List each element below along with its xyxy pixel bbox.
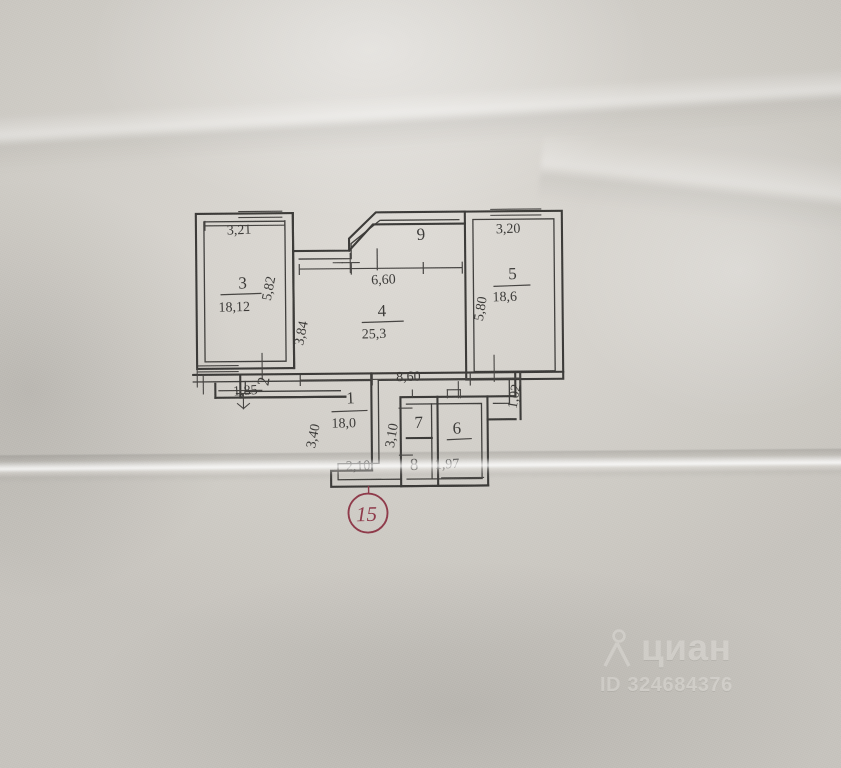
dim-text-3-40: 3,40 — [304, 423, 324, 450]
svg-text:1,85: 1,85 — [233, 383, 258, 399]
dim-text-3-84: 3,84 — [292, 320, 312, 347]
svg-text:5: 5 — [508, 264, 517, 283]
dim-text-3-21: 3,21 — [227, 223, 252, 239]
svg-text:15: 15 — [356, 502, 377, 526]
svg-text:2: 2 — [254, 375, 274, 387]
dim-text-3-10: 3,10 — [383, 422, 402, 449]
room-label-9: 9 — [416, 225, 426, 244]
dim-6-60 — [298, 248, 463, 276]
room-label-2: 2 1,85 — [233, 375, 274, 399]
dim-text-1-97: 1,97 — [435, 457, 460, 473]
room-label-1: 1 18,0 — [331, 388, 368, 432]
svg-text:18,0: 18,0 — [331, 416, 356, 432]
svg-text:4: 4 — [377, 301, 386, 320]
room-label-8: 8 — [410, 455, 419, 474]
svg-text:3: 3 — [238, 273, 247, 292]
room-label-4: 4 25,3 — [362, 301, 404, 343]
room-label-5: 5 18,6 — [492, 264, 531, 305]
dim-text-1-02: 1,02 — [506, 383, 525, 410]
room-label-7: 7 — [414, 413, 423, 432]
dim-text-6-60: 6,60 — [371, 272, 396, 288]
svg-text:25,3: 25,3 — [362, 327, 387, 343]
dim-text-3-20: 3,20 — [496, 222, 521, 238]
dim-text-8-60: 8,60 — [396, 370, 421, 386]
room-label-3: 3 18,12 — [218, 273, 262, 316]
dim-text-5-82: 5,82 — [260, 275, 280, 302]
plan-marker-15: 15 — [347, 486, 389, 534]
svg-text:1: 1 — [346, 388, 355, 407]
svg-text:18,6: 18,6 — [492, 290, 517, 306]
dim-8-60 — [299, 372, 521, 387]
dim-text-2-10: 2,10 — [346, 459, 371, 475]
svg-text:6: 6 — [452, 419, 461, 438]
dim-3-21 — [204, 220, 286, 231]
room-label-6: 6 — [446, 419, 472, 441]
dim-text-5-80: 5,80 — [472, 295, 491, 322]
svg-text:18,12: 18,12 — [218, 300, 250, 316]
